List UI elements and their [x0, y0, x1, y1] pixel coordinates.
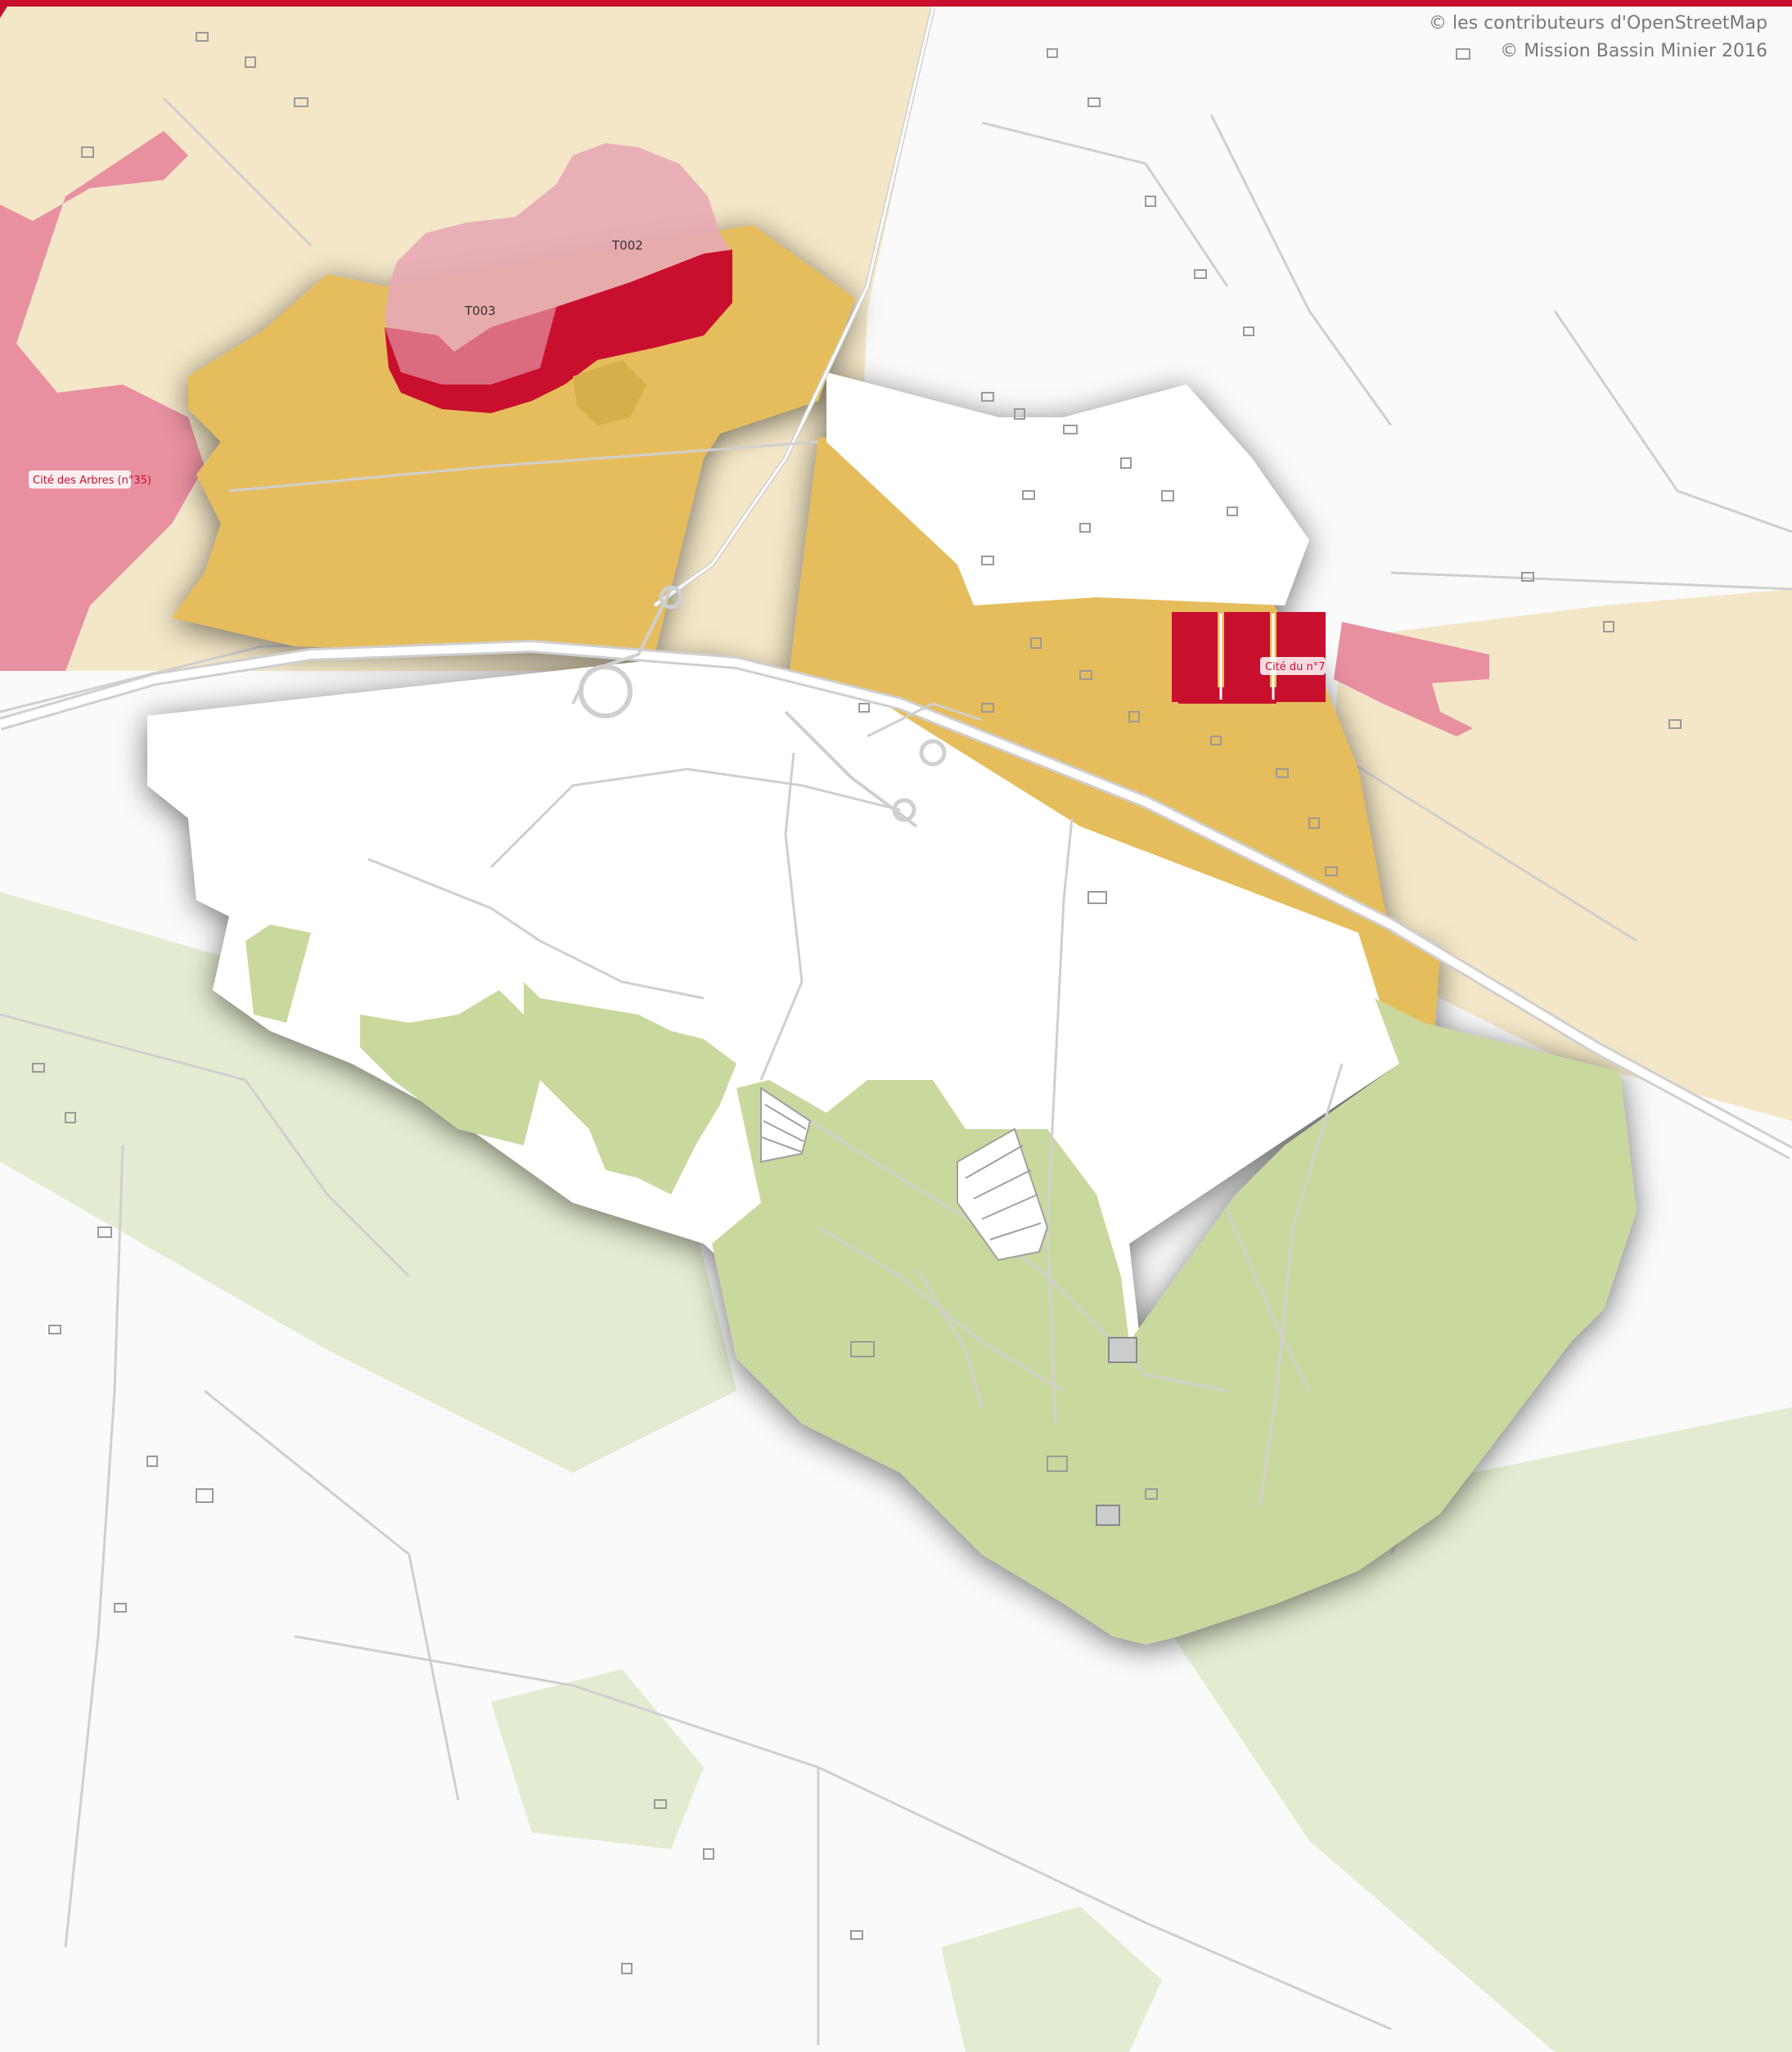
cite-n7-block-2 [1224, 612, 1270, 702]
top-bar [0, 0, 1792, 7]
striped-field-2 [957, 1127, 1049, 1262]
label-zone-t002: T002 [611, 238, 643, 253]
green-zone-outside-south [491, 1669, 704, 1849]
cite-des-arbres-zone [0, 131, 205, 671]
attribution-osm[interactable]: © les contributeurs d'OpenStreetMap [1429, 13, 1767, 34]
white-zone-north [826, 372, 1309, 605]
light-pink-overlay-t003 [385, 307, 556, 385]
map-attribution: © les contributeurs d'OpenStreetMap © Mi… [1429, 10, 1767, 65]
roundabout-south [892, 798, 916, 822]
top-left-corner-marker [0, 0, 11, 18]
green-zone-northwest [245, 925, 311, 1023]
green-zone-outside-bottom [941, 1906, 1162, 2052]
label-cite-des-arbres-text: Cité des Arbres (n°35) [33, 475, 151, 487]
site-buildings [850, 392, 1338, 1526]
green-zone-west-strip [360, 982, 736, 1195]
green-zone-outside-southwest [0, 892, 736, 1473]
cite-n7-core[interactable] [1172, 612, 1326, 704]
cite-n7-block-4 [1178, 687, 1276, 704]
striped-field-1 [760, 1087, 812, 1163]
buffer-zone-inner-spot [573, 360, 646, 425]
cite-pink-zone-east [1334, 622, 1489, 736]
roundabout-west [579, 664, 633, 718]
attribution-mission-bassin-minier: © Mission Bassin Minier 2016 [1500, 41, 1767, 61]
roundabout-center [919, 739, 947, 767]
outside-buildings [32, 32, 1682, 1974]
label-zone-t003: T003 [464, 304, 496, 318]
green-zone-main [712, 998, 1637, 1645]
roundabout-north [659, 585, 683, 610]
cite-n7-block-1 [1172, 612, 1218, 702]
main-roads [0, 7, 1792, 1160]
label-cite-n7: Cité du n°7 [1260, 657, 1326, 675]
label-cite-des-arbres: Cité des Arbres (n°35) [29, 470, 151, 488]
label-cite-n7-text: Cité du n°7 [1265, 661, 1326, 673]
